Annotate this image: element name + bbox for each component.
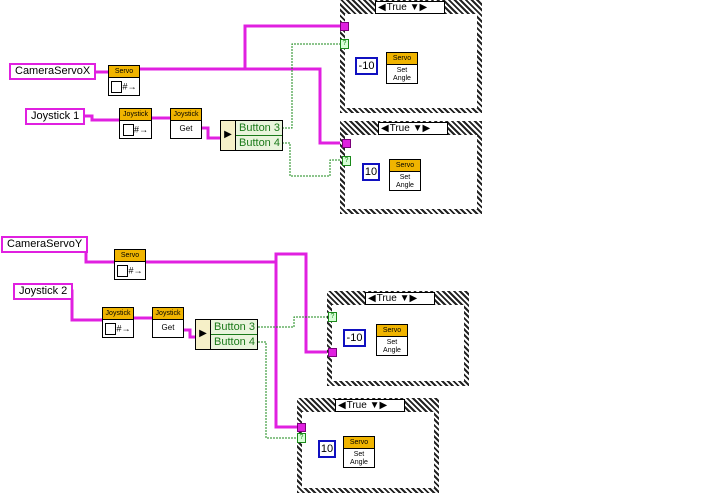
servo-x-refnum-wire-out [140, 24, 341, 71]
case-selector-terminal[interactable]: ? [328, 312, 337, 322]
unbundle-button3[interactable]: Button 3 [236, 121, 282, 136]
tunnel[interactable] [328, 348, 337, 357]
unbundle-by-name-2[interactable]: ▶ Button 3 Button 4 [195, 319, 258, 350]
page-icon [105, 323, 117, 335]
vi-header: Servo [390, 160, 420, 172]
numeric-constant-pos-y[interactable]: 10 [318, 440, 336, 458]
joystick-1-control[interactable]: Joystick 1 [25, 108, 86, 125]
vi-header: Joystick [120, 109, 151, 121]
numeric-constant-neg-x[interactable]: -10 [355, 57, 378, 75]
case-next-arrow[interactable]: ▼▶ [412, 123, 431, 134]
vi-label: Get [179, 124, 193, 133]
case-selector-label: True [386, 2, 407, 13]
refnum-glyph: #→ [128, 265, 143, 276]
vi-label: Set Angle [393, 67, 411, 82]
vi-header: Servo [115, 250, 145, 262]
joystick-refnum-vi-1[interactable]: Joystick #→ [119, 108, 152, 139]
refnum-glyph: #→ [133, 124, 148, 135]
joystick-2-control[interactable]: Joystick 2 [13, 283, 74, 300]
case-structure-x-neg[interactable]: ◀ True ▼▶ [340, 0, 482, 113]
servo-y-wire-to-case4 [274, 254, 298, 429]
servo-refnum-vi-y[interactable]: Servo #→ [114, 249, 146, 280]
case-next-arrow[interactable]: ▼▶ [399, 293, 418, 304]
case-next-arrow[interactable]: ▼▶ [369, 400, 388, 411]
case-prev-arrow[interactable]: ◀ [378, 2, 386, 13]
case-selector-terminal[interactable]: ? [342, 156, 351, 166]
servo-set-angle-vi-4[interactable]: Servo Set Angle [343, 436, 375, 468]
servo-x-wire-to-case2 [245, 67, 346, 145]
case-selector[interactable]: ◀ True ▼▶ [335, 399, 405, 412]
unbundle-arrow-icon: ▶ [221, 121, 236, 150]
vi-label: Get [161, 323, 175, 332]
vi-header: Servo [344, 437, 374, 449]
vi-header: Joystick [153, 308, 183, 320]
tunnel[interactable] [340, 22, 349, 31]
vi-header: Joystick [171, 109, 201, 121]
button4-wire-2 [258, 341, 297, 439]
case-prev-arrow[interactable]: ◀ [338, 400, 346, 411]
unbundle-by-name-1[interactable]: ▶ Button 3 Button 4 [220, 120, 283, 151]
button3-wire-2 [258, 316, 331, 328]
vi-label: Set Angle [350, 451, 368, 466]
servo-set-angle-vi-1[interactable]: Servo Set Angle [386, 52, 418, 84]
get1-to-unbundle [202, 126, 222, 140]
get2-to-unbundle [184, 328, 196, 339]
tunnel[interactable] [342, 139, 351, 148]
case-selector[interactable]: ◀ True ▼▶ [375, 1, 445, 14]
joystick-get-vi-1[interactable]: Joystick Get [170, 108, 202, 139]
button3-wire-1 [282, 43, 341, 129]
case-selector-label: True [376, 293, 397, 304]
button4-wire-1 [282, 142, 345, 177]
vi-label: Set Angle [396, 174, 414, 189]
servo-set-angle-vi-3[interactable]: Servo Set Angle [376, 324, 408, 356]
vi-label: Set Angle [383, 339, 401, 354]
servo-set-angle-vi-2[interactable]: Servo Set Angle [389, 159, 421, 191]
case-prev-arrow[interactable]: ◀ [381, 123, 389, 134]
case-next-arrow[interactable]: ▼▶ [409, 2, 428, 13]
joystick-refnum-vi-2[interactable]: Joystick #→ [102, 307, 134, 338]
servo-y-wire-out [146, 252, 330, 354]
servo-refnum-vi-x[interactable]: Servo #→ [108, 65, 140, 96]
case-selector[interactable]: ◀ True ▼▶ [378, 122, 448, 135]
unbundle-button4[interactable]: Button 4 [239, 137, 280, 149]
vi-header: Joystick [103, 308, 133, 320]
case-selector-label: True [346, 400, 367, 411]
unbundle-button4[interactable]: Button 4 [214, 336, 255, 348]
joystick2-wire [70, 289, 102, 322]
joystick1-wire [80, 114, 119, 122]
page-icon [117, 265, 129, 277]
tunnel[interactable] [297, 423, 306, 432]
page-icon [122, 124, 134, 136]
camera-servo-y-control[interactable]: CameraServoY [1, 236, 89, 253]
case-selector[interactable]: ◀ True ▼▶ [365, 292, 435, 305]
case-prev-arrow[interactable]: ◀ [368, 293, 376, 304]
vi-header: Servo [387, 53, 417, 65]
unbundle-arrow-icon: ▶ [196, 320, 211, 349]
case-selector-terminal[interactable]: ? [297, 433, 306, 443]
case-selector-terminal[interactable]: ? [340, 39, 349, 49]
numeric-constant-neg-y[interactable]: -10 [343, 329, 366, 347]
numeric-constant-pos-x[interactable]: 10 [362, 163, 380, 181]
unbundle-button3[interactable]: Button 3 [211, 320, 257, 335]
case-selector-label: True [389, 123, 410, 134]
page-icon [111, 81, 123, 93]
vi-header: Servo [377, 325, 407, 337]
refnum-glyph: #→ [122, 81, 137, 92]
camera-servo-x-control[interactable]: CameraServoX [9, 63, 97, 80]
vi-header: Servo [109, 66, 139, 78]
refnum-glyph: #→ [116, 323, 131, 334]
joystick-get-vi-2[interactable]: Joystick Get [152, 307, 184, 338]
